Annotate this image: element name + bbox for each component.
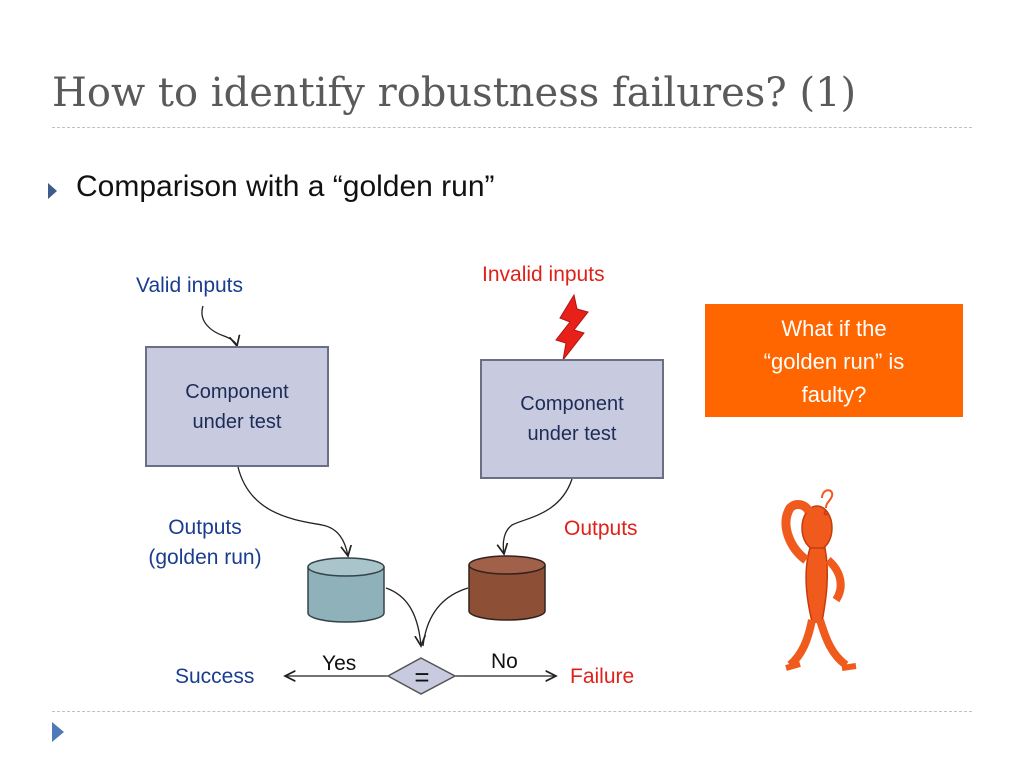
- outputs-golden-label: Outputs (golden run): [135, 513, 275, 573]
- golden-run-database-icon: [307, 557, 385, 623]
- invalid-inputs-label: Invalid inputs: [482, 263, 605, 286]
- callout-line3: faulty?: [801, 382, 867, 407]
- component-under-test-faulty: Component under test: [480, 359, 664, 479]
- no-label: No: [491, 650, 518, 673]
- component-label-line2: under test: [527, 423, 617, 445]
- golden-output-arrow: [237, 466, 348, 556]
- lightning-icon: [555, 293, 589, 361]
- callout-line1: What if the: [781, 316, 887, 341]
- faulty-to-compare-arrow: [422, 587, 469, 647]
- outputs-faulty-label: Outputs: [564, 517, 638, 540]
- failure-label: Failure: [570, 665, 635, 688]
- valid-inputs-label: Valid inputs: [136, 274, 244, 297]
- success-label: Success: [175, 665, 255, 688]
- faulty-output-database-icon: [468, 555, 546, 621]
- faulty-output-arrow: [503, 478, 573, 554]
- component-label-line1: Component: [185, 380, 289, 403]
- compare-symbol: =: [414, 662, 430, 692]
- footer-divider: [52, 711, 972, 712]
- golden-run-faulty-callout: What if the “golden run” is faulty?: [705, 304, 963, 417]
- title-divider: [52, 127, 972, 128]
- slide-title: How to identify robustness failures? (1): [52, 70, 857, 116]
- outputs-golden-line1: Outputs: [168, 516, 242, 539]
- component-label-line1: Component: [520, 393, 624, 415]
- component-under-test-golden: Component under test: [145, 346, 329, 467]
- outputs-golden-line2: (golden run): [148, 546, 262, 569]
- compare-diamond: [386, 657, 457, 695]
- callout-line2: “golden run” is: [763, 349, 905, 374]
- valid-input-arrow: [201, 305, 237, 346]
- confused-stick-figure-icon: [781, 489, 857, 671]
- next-slide-arrow-icon[interactable]: [52, 722, 64, 742]
- component-label-line2: under test: [192, 410, 282, 433]
- yes-label: Yes: [322, 652, 357, 675]
- golden-to-compare-arrow: [385, 587, 421, 646]
- bullet-text: Comparison with a “golden run”: [76, 170, 495, 203]
- bullet-arrow-icon: [48, 183, 57, 199]
